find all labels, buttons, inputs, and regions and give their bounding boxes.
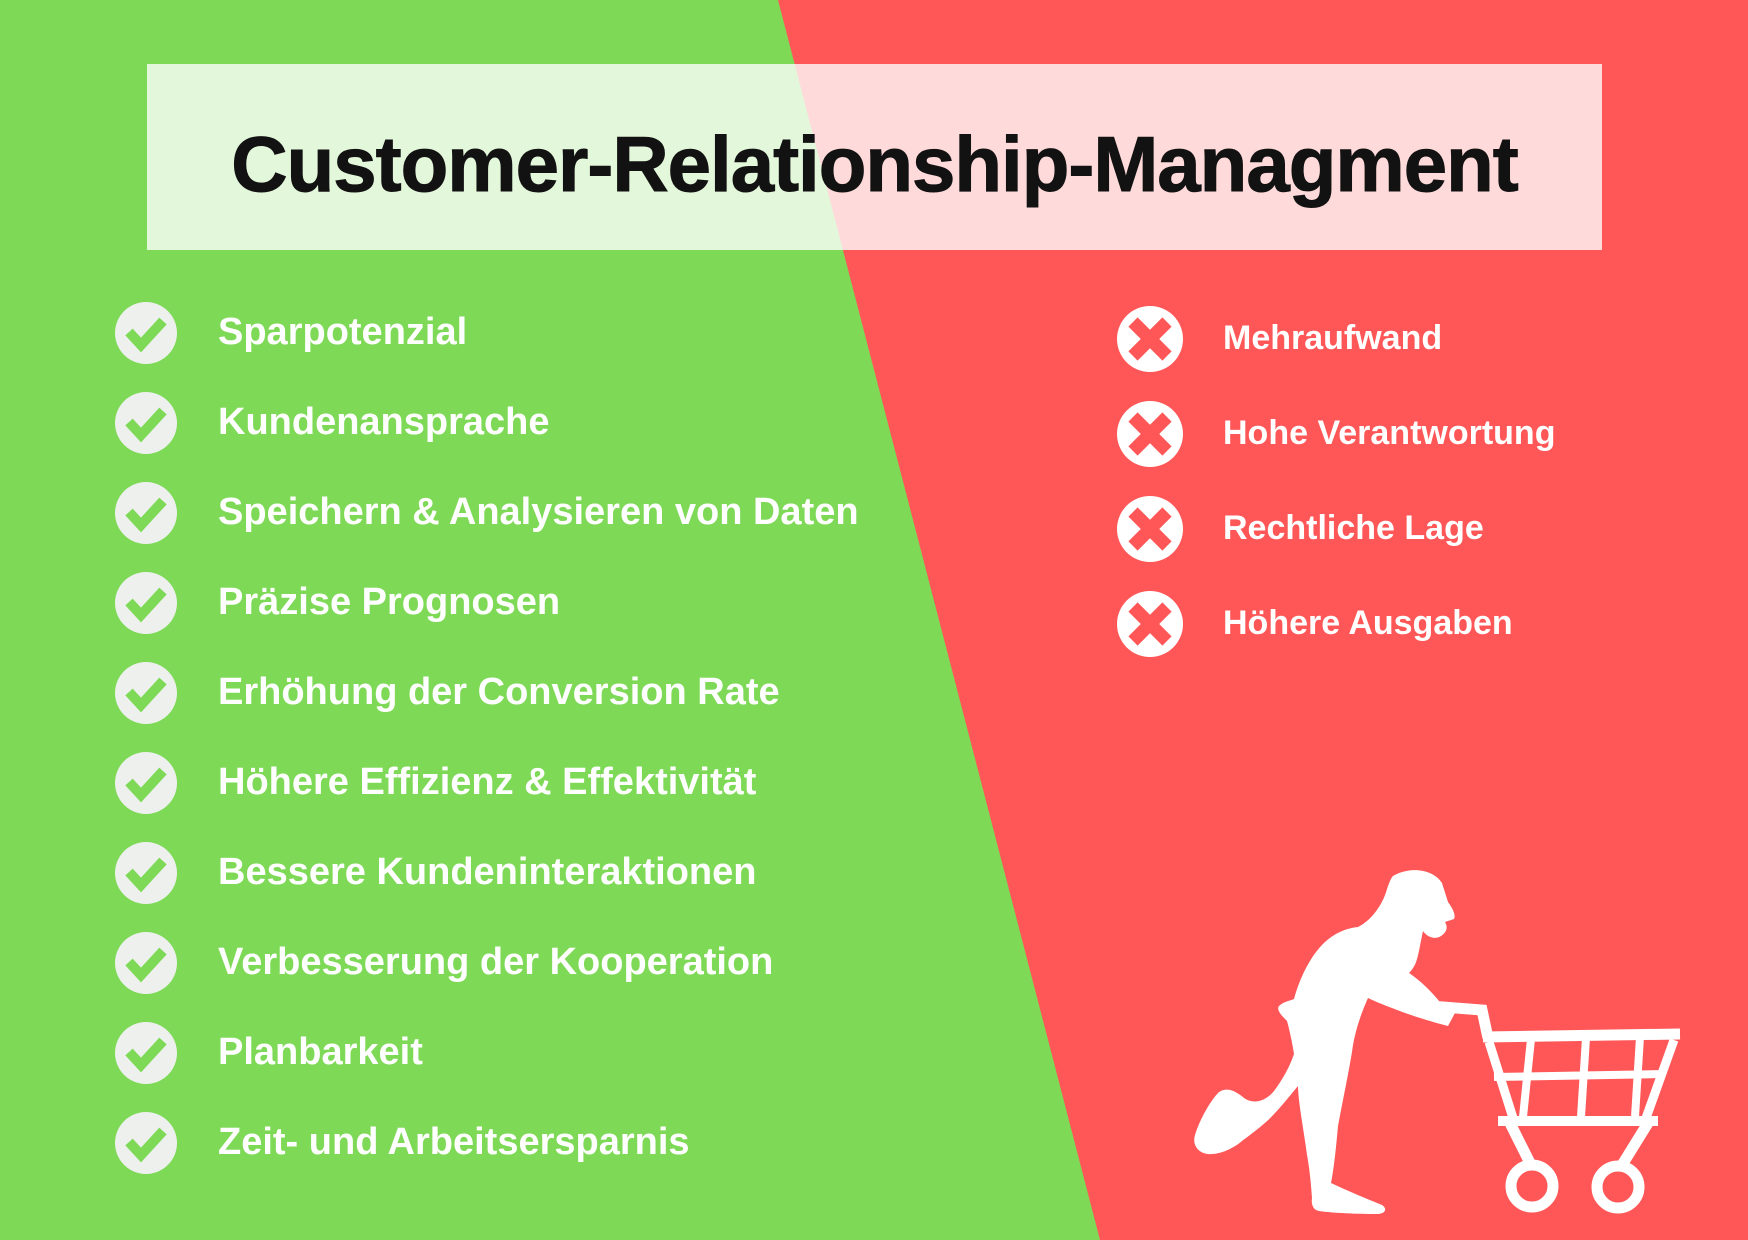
- running-man-icon: [1194, 870, 1455, 1214]
- pros-item-label: Kundenansprache: [218, 401, 550, 444]
- pros-item-label: Planbarkeit: [218, 1031, 423, 1074]
- check-icon: [115, 662, 177, 724]
- pros-list: Sparpotenzial Kundenansprache Speichern …: [115, 288, 859, 1188]
- pros-list-item: Sparpotenzial: [115, 288, 859, 378]
- pros-list-item: Erhöhung der Conversion Rate: [115, 648, 859, 738]
- check-icon: [115, 482, 177, 544]
- check-icon: [115, 1112, 177, 1174]
- pros-item-label: Höhere Effizienz & Effektivität: [218, 761, 757, 804]
- cons-list-item: Mehraufwand: [1117, 291, 1555, 386]
- check-icon: [115, 572, 177, 634]
- cross-icon: [1117, 400, 1183, 467]
- pros-item-label: Bessere Kundeninteraktionen: [218, 851, 757, 894]
- cons-list-item: Hohe Verantwortung: [1117, 386, 1555, 481]
- pros-list-item: Zeit- und Arbeitsersparnis: [115, 1098, 859, 1188]
- pros-list-item: Planbarkeit: [115, 1008, 859, 1098]
- shopper-cart-illustration: [1194, 870, 1681, 1214]
- shopping-cart-icon: [1429, 1000, 1681, 1214]
- check-icon: [115, 932, 177, 994]
- check-icon: [115, 842, 177, 904]
- pros-list-item: Bessere Kundeninteraktionen: [115, 828, 859, 918]
- cross-icon: [1117, 495, 1183, 562]
- pros-list-item: Kundenansprache: [115, 378, 859, 468]
- check-icon: [115, 302, 177, 364]
- cons-item-label: Hohe Verantwortung: [1223, 413, 1556, 452]
- page-title: Customer-Relationship-Managment: [231, 119, 1519, 208]
- pros-item-label: Sparpotenzial: [218, 311, 468, 354]
- pros-list-item: Verbesserung der Kooperation: [115, 918, 859, 1008]
- cons-item-label: Höhere Ausgaben: [1223, 603, 1513, 642]
- pros-item-label: Speichern & Analysieren von Daten: [218, 491, 859, 534]
- cross-icon: [1117, 590, 1183, 657]
- check-icon: [115, 1022, 177, 1084]
- cons-list-item: Rechtliche Lage: [1117, 481, 1555, 576]
- pros-list-item: Höhere Effizienz & Effektivität: [115, 738, 859, 828]
- cons-list-item: Höhere Ausgaben: [1117, 576, 1555, 671]
- pros-item-label: Erhöhung der Conversion Rate: [218, 671, 780, 714]
- pros-item-label: Zeit- und Arbeitsersparnis: [218, 1121, 690, 1164]
- pros-list-item: Präzise Prognosen: [115, 558, 859, 648]
- check-icon: [115, 392, 177, 454]
- pros-list-item: Speichern & Analysieren von Daten: [115, 468, 859, 558]
- pros-item-label: Verbesserung der Kooperation: [218, 941, 774, 984]
- cons-list: Mehraufwand Hohe Verantwortung Rechtlich…: [1117, 291, 1555, 671]
- cons-item-label: Mehraufwand: [1223, 318, 1443, 357]
- cons-item-label: Rechtliche Lage: [1223, 508, 1484, 547]
- cross-icon: [1117, 305, 1183, 372]
- pros-item-label: Präzise Prognosen: [218, 581, 561, 624]
- title-banner: Customer-Relationship-Managment: [147, 64, 1602, 250]
- check-icon: [115, 752, 177, 814]
